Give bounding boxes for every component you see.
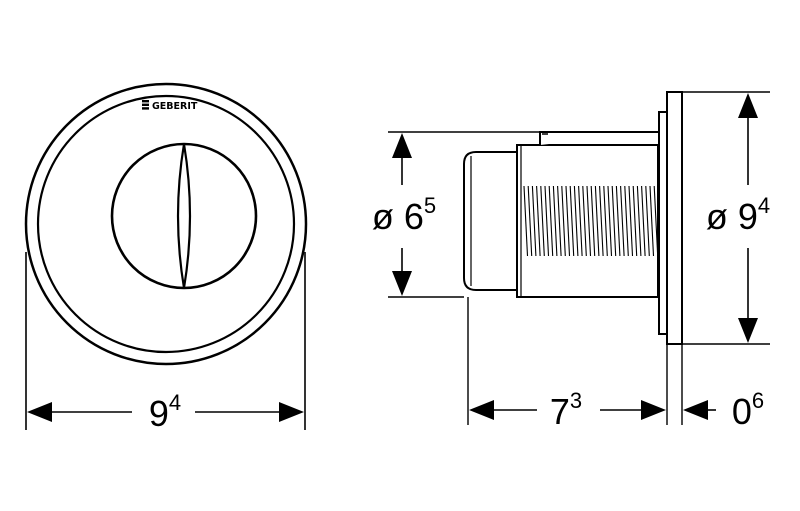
depth-dimension: 73 xyxy=(469,388,666,432)
plate-arrow-left xyxy=(683,400,708,420)
thread-line xyxy=(594,185,600,257)
thread-line xyxy=(536,185,541,257)
side-view xyxy=(463,91,683,345)
thread-line xyxy=(569,185,575,257)
thread-line xyxy=(531,185,537,257)
outer-dia-arrow-top xyxy=(738,93,758,118)
thread-line xyxy=(590,185,596,257)
logo-text: GEBERIT xyxy=(152,101,198,112)
thread-line xyxy=(548,185,554,257)
mounting-plate-front xyxy=(666,91,683,345)
depth-arrow-right xyxy=(641,400,666,420)
outer-dia-arrow-bottom xyxy=(738,318,758,343)
plate-thickness-label: 06 xyxy=(732,388,764,432)
thread-line xyxy=(620,185,625,257)
thread-line xyxy=(628,185,634,257)
flush-button-outline xyxy=(110,142,258,290)
thread-line xyxy=(641,185,646,257)
dual-flush-split-line-left xyxy=(176,143,186,289)
plate-thickness-dimension: 06 xyxy=(683,388,764,432)
thread-line xyxy=(624,185,629,257)
front-view xyxy=(24,82,308,366)
thread-line xyxy=(632,185,638,257)
thread-line xyxy=(557,185,562,257)
front-width-arrow-right xyxy=(279,402,304,422)
thread-line xyxy=(582,185,587,257)
thread-line xyxy=(611,185,617,257)
thread-line xyxy=(603,185,608,257)
front-width-arrow-left xyxy=(27,402,52,422)
thread-line xyxy=(649,185,655,257)
thread-line xyxy=(599,185,604,257)
thread-line xyxy=(565,185,571,257)
thread-line xyxy=(544,185,550,257)
thread-line xyxy=(636,185,642,257)
inner-dia-arrow-top xyxy=(392,133,412,158)
front-inner-ring xyxy=(36,94,296,354)
logo-mark-mid xyxy=(142,103,149,106)
thread-line xyxy=(573,185,579,257)
mounting-plate-back xyxy=(658,111,668,335)
thread-line xyxy=(561,185,566,257)
thread-line xyxy=(586,185,592,257)
front-outer-ring xyxy=(24,82,308,366)
thread-line xyxy=(653,185,658,257)
thread-line xyxy=(578,185,583,257)
front-width-dimension xyxy=(25,252,306,430)
thread-line xyxy=(540,185,545,257)
depth-label: 73 xyxy=(550,388,582,432)
geberit-logo: GEBERIT xyxy=(142,100,198,112)
depth-arrow-left xyxy=(469,400,494,420)
inner-dia-arrow-bottom xyxy=(392,271,412,296)
thread-line xyxy=(523,185,529,257)
body-flange-lip xyxy=(539,131,658,145)
thread-line xyxy=(607,185,613,257)
side-extension-lines xyxy=(388,91,770,425)
logo-mark-top xyxy=(142,100,149,103)
thread-line xyxy=(615,185,621,257)
thread-line xyxy=(552,185,558,257)
logo-mark-bottom xyxy=(142,107,149,110)
thread-line xyxy=(645,185,650,257)
thread-line xyxy=(527,185,533,257)
button-cap xyxy=(463,151,517,291)
front-width-label: 94 xyxy=(149,390,181,434)
dual-flush-split-line-right xyxy=(182,143,192,289)
thread-pattern xyxy=(523,185,658,257)
